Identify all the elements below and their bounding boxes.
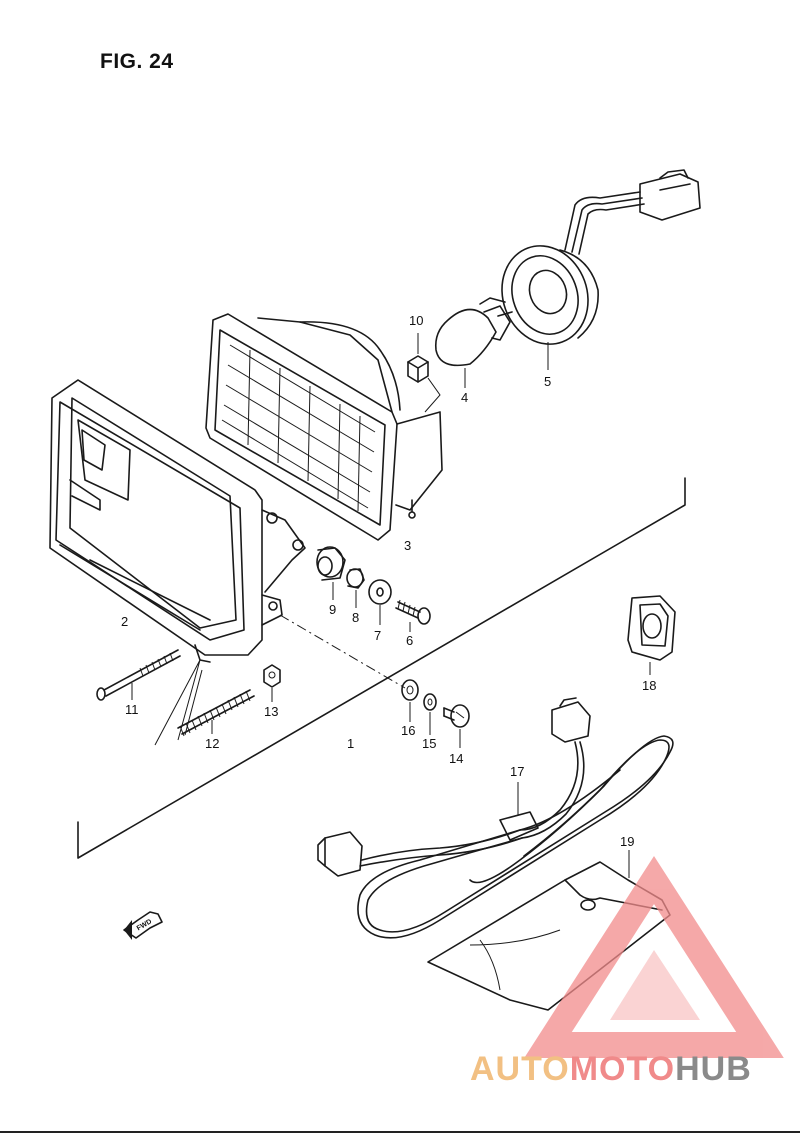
collar: [346, 568, 365, 608]
wiring-harness: [317, 697, 674, 939]
callout-10: 10: [409, 313, 423, 328]
bulb-socket: [501, 169, 701, 370]
adjusting-spring: [177, 689, 255, 737]
callout-13: 13: [264, 704, 278, 719]
callout-9: 9: [329, 602, 336, 617]
watermark-logo-icon: [524, 855, 784, 1058]
adjusting-bolt: [96, 649, 181, 701]
lock-washer: [423, 693, 437, 735]
watermark-text: AUTOMOTOHUB: [470, 1050, 752, 1089]
callout-3: 3: [404, 538, 411, 553]
callout-7: 7: [374, 628, 381, 643]
callout-15: 15: [422, 736, 436, 751]
washer-16: [401, 679, 419, 722]
adjusting-nut: [263, 664, 281, 702]
rubber-grommet: [316, 546, 346, 600]
headlight-bulb: [434, 297, 513, 388]
watermark-part-auto: AUTO: [470, 1050, 570, 1088]
callout-16: 16: [401, 723, 415, 738]
callout-14: 14: [449, 751, 463, 766]
headlight-housing: [49, 379, 306, 663]
assembly-bracket-outline: [77, 477, 686, 859]
watermark-part-moto: MOTO: [569, 1050, 676, 1088]
washer: [368, 579, 392, 625]
callout-6: 6: [406, 633, 413, 648]
callout-18: 18: [642, 678, 656, 693]
callout-11: 11: [125, 702, 139, 717]
sealed-beam-unit: [205, 313, 443, 541]
wiring-grommet: [627, 595, 676, 675]
assembly-leaders: [154, 614, 406, 746]
small-nut: [407, 333, 441, 413]
callout-19: 19: [620, 834, 634, 849]
callout-2: 2: [121, 614, 128, 629]
fwd-arrow-icon: FWD: [123, 911, 163, 940]
callout-12: 12: [205, 736, 219, 751]
watermark-part-hub: HUB: [675, 1050, 752, 1088]
callout-5: 5: [544, 374, 551, 389]
screw: [395, 599, 431, 632]
figure-title: FIG. 24: [100, 50, 174, 73]
bolt-14: [443, 704, 470, 748]
callout-1: 1: [347, 736, 354, 751]
callout-17: 17: [510, 764, 524, 779]
callout-labels: 1 2 3 4 5 6 7 8 9 10 11 12 13 14 15 16 1…: [121, 313, 656, 849]
callout-8: 8: [352, 610, 359, 625]
callout-4: 4: [461, 390, 468, 405]
